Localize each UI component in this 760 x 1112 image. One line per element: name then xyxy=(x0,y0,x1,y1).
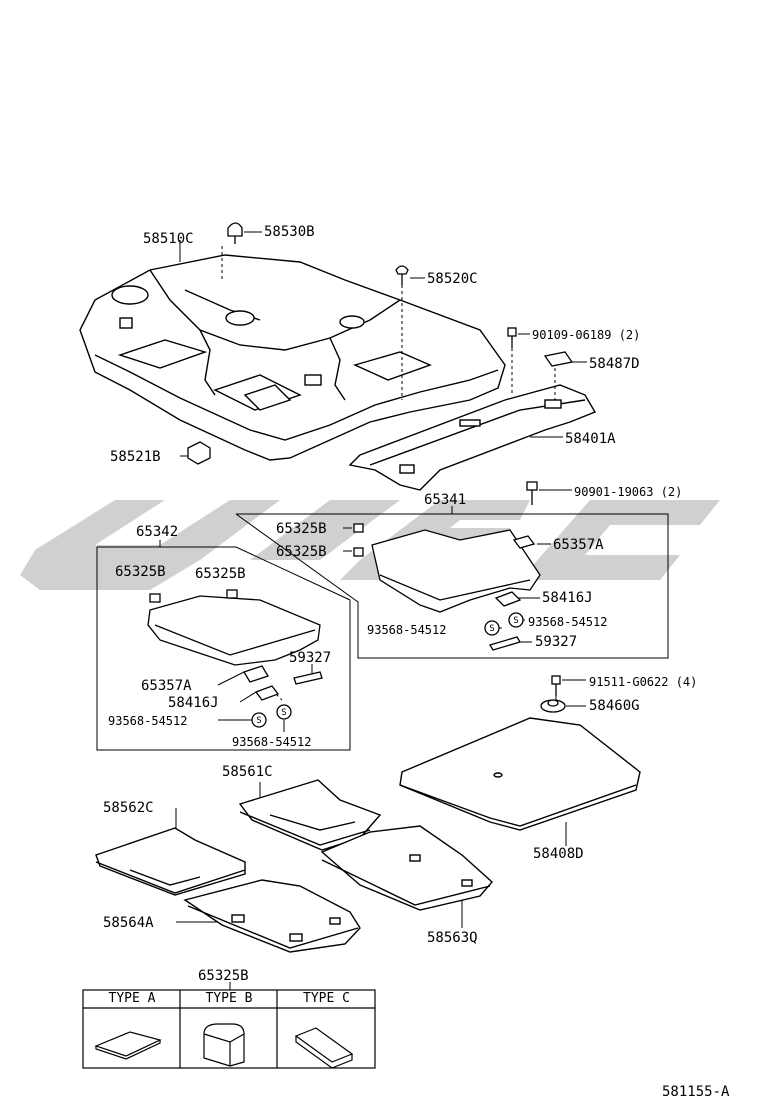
part-label-58521B: 58521B xyxy=(110,449,161,465)
leader-lines xyxy=(96,231,669,990)
part-label-90901-19063: 90901-19063 (2) xyxy=(574,485,683,499)
diagram-id: 581155-A xyxy=(662,1084,730,1100)
part-label-65325B-bottom: 65325B xyxy=(198,968,249,984)
type-b-clip-icon xyxy=(203,1023,245,1067)
panel-58401A xyxy=(348,384,597,491)
s-mark: S xyxy=(256,716,261,726)
s-marks-right: S S xyxy=(489,616,518,634)
part-label-65357A-r: 65357A xyxy=(553,537,604,553)
type-c-header: TYPE C xyxy=(303,991,350,1006)
part-label-65342: 65342 xyxy=(136,524,179,540)
floor-carpet-58510C xyxy=(79,254,506,461)
s-mark: S xyxy=(489,624,494,634)
part-label-58416J-r: 58416J xyxy=(542,590,593,606)
panel-65341 xyxy=(353,523,541,651)
part-label-58562C: 58562C xyxy=(103,800,154,816)
part-label-58564A: 58564A xyxy=(103,915,154,931)
part-label-58401A: 58401A xyxy=(565,431,616,447)
part-label-58563Q: 58563Q xyxy=(427,930,478,946)
part-label-93568-54512-l1: 93568-54512 xyxy=(108,714,188,728)
part-label-65357A-l: 65357A xyxy=(141,678,192,694)
part-label-93568-54512-l2: 93568-54512 xyxy=(232,735,312,749)
mat-58564A xyxy=(183,879,361,953)
part-label-58530B: 58530B xyxy=(264,224,315,240)
part-label-65341: 65341 xyxy=(424,492,467,508)
part-label-58520C: 58520C xyxy=(427,271,478,287)
type-a-header: TYPE A xyxy=(108,991,156,1006)
part-label-58408D: 58408D xyxy=(533,846,584,862)
mat-58408D xyxy=(399,717,641,831)
type-c-strip-icon xyxy=(294,1027,354,1069)
type-table xyxy=(82,989,376,1069)
type-a-pad-icon xyxy=(94,1031,162,1060)
part-label-90109-06189: 90109-06189 (2) xyxy=(532,328,641,342)
part-label-58510C: 58510C xyxy=(143,231,194,247)
part-label-58460G: 58460G xyxy=(589,698,640,714)
part-label-65325B-l2: 65325B xyxy=(195,566,246,582)
mat-58562C xyxy=(95,827,246,896)
s-mark: S xyxy=(281,708,286,718)
part-label-58561C: 58561C xyxy=(222,764,273,780)
part-label-93568-54512-r1: 93568-54512 xyxy=(367,623,447,637)
part-label-65325B-l1: 65325B xyxy=(115,564,166,580)
fasteners xyxy=(187,222,574,713)
part-label-65325B-r2: 65325B xyxy=(276,544,327,560)
mat-58561C xyxy=(238,779,382,851)
mat-58563Q xyxy=(320,825,493,911)
part-label-59327-l: 59327 xyxy=(289,650,332,666)
part-label-65325B-r1: 65325B xyxy=(276,521,327,537)
part-label-91511-G0622: 91511-G0622 (4) xyxy=(589,675,698,689)
part-label-58487D: 58487D xyxy=(589,356,640,372)
s-marks-left: S S xyxy=(256,708,286,726)
part-label-58416J-l: 58416J xyxy=(168,695,219,711)
type-b-header: TYPE B xyxy=(205,991,253,1006)
s-mark: S xyxy=(513,616,518,626)
panel-65342 xyxy=(147,589,323,728)
part-label-59327-r: 59327 xyxy=(535,634,578,650)
part-label-93568-54512-r2: 93568-54512 xyxy=(528,615,608,629)
